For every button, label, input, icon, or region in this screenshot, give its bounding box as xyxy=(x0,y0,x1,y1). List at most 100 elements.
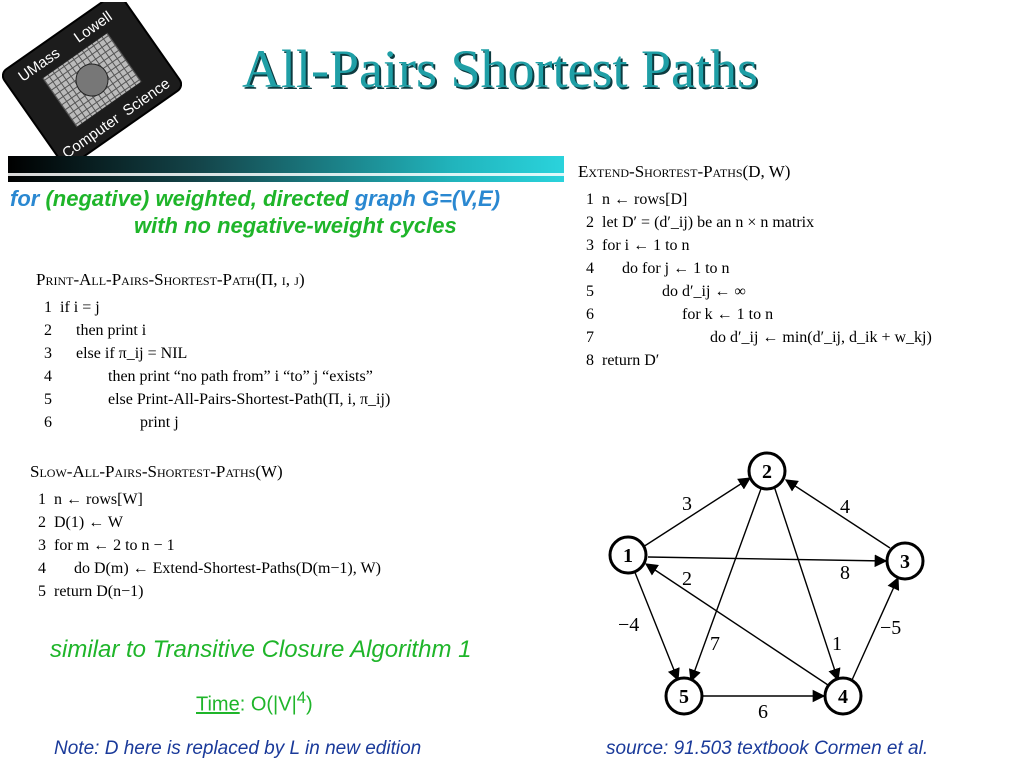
line-code: n ← rows[D] xyxy=(602,190,688,208)
line-number: 1 xyxy=(44,298,52,316)
algorithm-header: Print-All-Pairs-Shortest-Path(Π, i, j) xyxy=(36,270,305,289)
node-label: 1 xyxy=(623,545,633,567)
line-code: for i ← 1 to n xyxy=(602,236,690,254)
line-code: then print “no path from” i “to” j “exis… xyxy=(60,367,373,385)
line-code: if i = j xyxy=(60,298,100,316)
extend-shortest-paths-algorithm: Extend-Shortest-Paths(D, W) 1 n ← rows[D]… xyxy=(578,162,1018,372)
line-code: D(1) ← W xyxy=(54,513,124,531)
line-code: print j xyxy=(60,413,179,431)
subtitle-weighted: (negative) weighted, directed xyxy=(45,186,349,211)
line-number: 3 xyxy=(44,344,52,362)
slide-title: All-Pairs Shortest Paths xyxy=(241,39,758,99)
line-number: 6 xyxy=(44,413,52,431)
edge-weight: 4 xyxy=(840,496,850,518)
algorithm-line: 4 do for j ← 1 to n xyxy=(578,257,1018,280)
algorithm-line: 7 do d′_ij ← min(d′_ij, d_ik + w_kj) xyxy=(578,326,1018,349)
time-exponent: 4 xyxy=(296,688,307,707)
graph-node-4: 4 xyxy=(823,676,863,716)
edge-weight: 2 xyxy=(682,568,692,590)
subtitle-for: for xyxy=(10,186,46,211)
algorithm-line: 3 else if π_ij = NIL xyxy=(36,342,556,365)
edge-weight: 6 xyxy=(758,701,768,723)
algorithm-line: 5 return D(n−1) xyxy=(30,580,510,603)
algorithm-line: 8 return D′ xyxy=(578,349,1018,372)
line-code: return D(n−1) xyxy=(54,582,144,600)
node-label: 3 xyxy=(900,551,910,573)
algorithm-line: 5 else Print-All-Pairs-Shortest-Path(Π, … xyxy=(36,388,556,411)
algorithm-line: 3 for i ← 1 to n xyxy=(578,234,1018,257)
edge-3-2 xyxy=(784,479,891,549)
algorithm-line: 4 then print “no path from” i “to” j “ex… xyxy=(36,365,556,388)
algorithm-line: 6 print j xyxy=(36,411,556,434)
edge-weight: 3 xyxy=(682,493,692,515)
edge-weight: 1 xyxy=(832,633,842,655)
line-number: 4 xyxy=(44,367,52,385)
graph-node-5: 5 xyxy=(664,676,704,716)
umass-lowell-logo: UMass Lowell Computer Science xyxy=(1,0,183,167)
line-number: 1 xyxy=(38,490,46,508)
time-value: : O(|V| xyxy=(239,693,297,716)
graph-node-2: 2 xyxy=(747,451,787,491)
graph-node-1: 1 xyxy=(608,535,648,575)
line-number: 2 xyxy=(44,321,52,339)
example-graph: 3 4 8 7 1 2 −4 −5 6 1 2 3 4 5 xyxy=(590,440,1020,730)
algorithm-header: Extend-Shortest-Paths(D, W) xyxy=(578,162,791,181)
edge-2-4 xyxy=(773,485,841,682)
edge-4-1 xyxy=(644,563,829,686)
line-number: 1 xyxy=(586,190,594,208)
line-code: then print i xyxy=(60,321,147,339)
algorithm-line: 2 then print i xyxy=(36,319,556,342)
line-number: 8 xyxy=(586,351,594,369)
subtitle-line-1: for (negative) weighted, directed graph … xyxy=(10,186,500,212)
title-divider-bar xyxy=(8,156,564,182)
line-number: 3 xyxy=(586,236,594,254)
line-number: 5 xyxy=(44,390,52,408)
edge-weight: −5 xyxy=(880,617,901,639)
graph-node-3: 3 xyxy=(885,541,925,581)
line-code: do for j ← 1 to n xyxy=(602,259,730,277)
line-number: 5 xyxy=(586,282,594,300)
subtitle-line-2: with no negative-weight cycles xyxy=(134,213,457,238)
line-number: 5 xyxy=(38,582,46,600)
time-complexity: Time: O(|V|4) xyxy=(196,688,313,717)
time-close: ) xyxy=(306,693,313,716)
line-code: for k ← 1 to n xyxy=(602,305,774,323)
algorithm-line: 2 D(1) ← W xyxy=(30,511,510,534)
algorithm-header: Slow-All-Pairs-Shortest-Paths(W) xyxy=(30,462,283,481)
edge-2-5 xyxy=(688,485,763,683)
line-number: 6 xyxy=(586,305,594,323)
node-label: 2 xyxy=(762,461,772,483)
source-note: source: 91.503 textbook Cormen et al. xyxy=(606,738,929,759)
line-number: 4 xyxy=(586,259,594,277)
line-code: else Print-All-Pairs-Shortest-Path(Π, i,… xyxy=(60,390,391,408)
algorithm-line: 4 do D(m) ← Extend-Shortest-Paths(D(m−1)… xyxy=(30,557,510,580)
edge-weight: 8 xyxy=(840,562,850,584)
edge-weight: 7 xyxy=(710,633,720,655)
algorithm-line: 6 for k ← 1 to n xyxy=(578,303,1018,326)
line-number: 2 xyxy=(38,513,46,531)
line-number: 4 xyxy=(38,559,46,577)
line-number: 7 xyxy=(586,328,594,346)
line-number: 2 xyxy=(586,213,594,231)
line-code: for m ← 2 to n − 1 xyxy=(54,536,175,554)
algorithm-line: 1 n ← rows[D] xyxy=(578,188,1018,211)
node-label: 4 xyxy=(838,686,848,708)
line-code: do D(m) ← Extend-Shortest-Paths(D(m−1), … xyxy=(54,559,381,577)
slow-all-pairs-algorithm: Slow-All-Pairs-Shortest-Paths(W) 1 n ← ro… xyxy=(30,462,510,603)
line-code: n ← rows[W] xyxy=(54,490,143,508)
line-code: return D′ xyxy=(602,351,660,369)
edge-4-3 xyxy=(851,576,900,681)
similar-note: similar to Transitive Closure Algorithm … xyxy=(50,636,472,663)
algorithm-line: 2 let D′ = (d′_ij) be an n × n matrix xyxy=(578,211,1018,234)
edge-1-5 xyxy=(633,569,680,682)
edge-weight: −4 xyxy=(618,614,639,636)
edge-1-2 xyxy=(642,477,752,548)
algorithm-line: 1 n ← rows[W] xyxy=(30,488,510,511)
line-code: let D′ = (d′_ij) be an n × n matrix xyxy=(602,213,815,231)
time-link[interactable]: Time xyxy=(196,693,240,716)
print-all-pairs-algorithm: Print-All-Pairs-Shortest-Path(Π, i, j) 1… xyxy=(36,270,556,434)
node-label: 5 xyxy=(679,686,689,708)
subtitle-graph: graph G=(V,E) xyxy=(348,186,501,211)
edition-note: Note: D here is replaced by L in new edi… xyxy=(54,738,422,759)
